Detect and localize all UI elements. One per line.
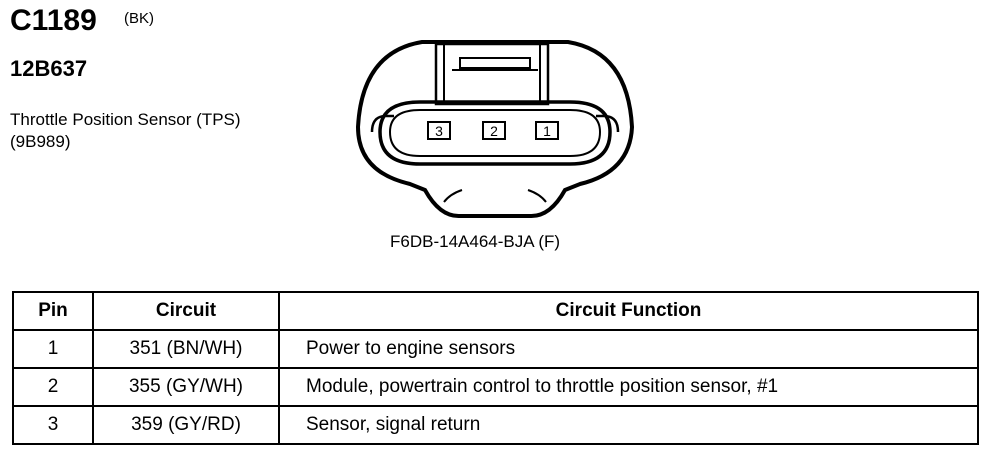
pin-1: 1 <box>535 121 559 140</box>
table-row: 2 355 (GY/WH) Module, powertrain control… <box>12 367 979 407</box>
cell-pin: 1 <box>12 329 94 369</box>
table-row: 3 359 (GY/RD) Sensor, signal return <box>12 405 979 445</box>
connector-housing <box>355 40 635 219</box>
connector-color: (BK) <box>124 10 154 27</box>
component-name: Throttle Position Sensor (TPS) <box>10 110 241 129</box>
cell-circuit: 351 (BN/WH) <box>92 329 280 369</box>
cell-function: Power to engine sensors <box>278 329 979 369</box>
pin-1-label: 1 <box>543 123 551 139</box>
header-circuit: Circuit <box>92 291 280 331</box>
connector-diagram: 3 2 1 <box>355 40 635 219</box>
header-circuit-function: Circuit Function <box>278 291 979 331</box>
header-pin: Pin <box>12 291 94 331</box>
connector-latch <box>434 42 550 106</box>
component-code: (9B989) <box>10 132 71 151</box>
cell-circuit: 359 (GY/RD) <box>92 405 280 445</box>
pin-2: 2 <box>482 121 506 140</box>
cell-circuit: 355 (GY/WH) <box>92 367 280 407</box>
cell-function: Sensor, signal return <box>278 405 979 445</box>
pin-3-label: 3 <box>435 123 443 139</box>
cell-pin: 2 <box>12 367 94 407</box>
connector-id: C1189 <box>10 4 97 37</box>
table-header-row: Pin Circuit Circuit Function <box>12 291 979 331</box>
pin-2-label: 2 <box>490 123 498 139</box>
table-row: 1 351 (BN/WH) Power to engine sensors <box>12 329 979 369</box>
pin-table: Pin Circuit Circuit Function 1 351 (BN/W… <box>12 291 979 445</box>
connector-part-label: F6DB-14A464-BJA (F) <box>390 232 561 251</box>
pin-3: 3 <box>427 121 451 140</box>
cell-pin: 3 <box>12 405 94 445</box>
pin-cavity-body <box>378 100 612 166</box>
cell-function: Module, powertrain control to throttle p… <box>278 367 979 407</box>
part-number: 12B637 <box>10 56 88 81</box>
